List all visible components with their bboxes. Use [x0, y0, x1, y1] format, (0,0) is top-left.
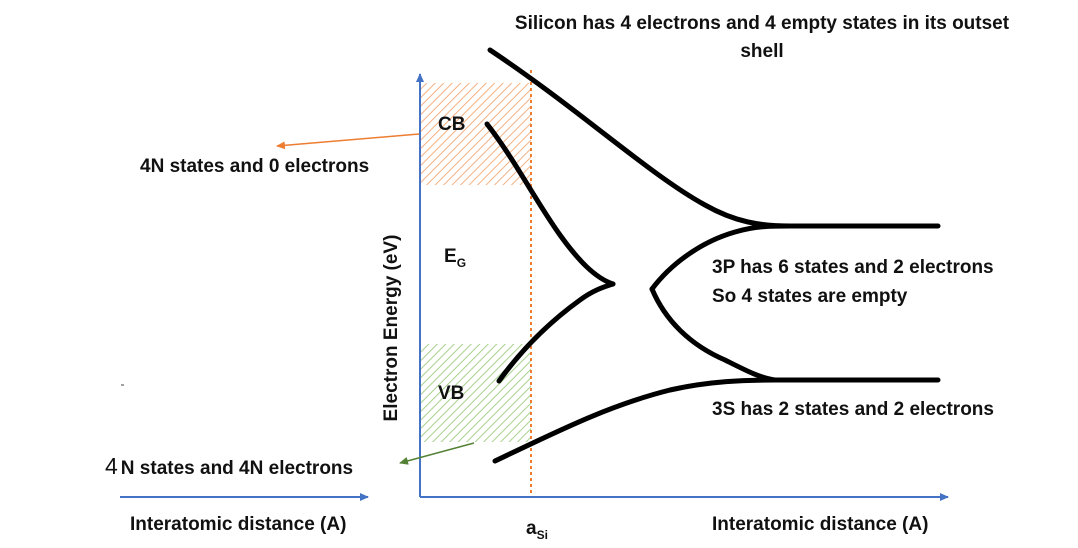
cb-states-annotation: 4N states and 0 electrons	[140, 156, 370, 177]
split-lower-curve	[649, 286, 778, 383]
y-axis-label: Electron Energy (eV)	[381, 234, 402, 422]
title-line-2: shell	[740, 41, 784, 62]
lattice-constant-sub: Si	[536, 527, 548, 542]
conduction-band-curve	[484, 121, 616, 287]
conduction-band-region	[421, 83, 531, 185]
vb-states-number: 4	[105, 453, 118, 479]
lattice-constant-label: aSi	[526, 517, 548, 547]
cb-label: CB	[438, 114, 466, 135]
vb-states-text: N states and 4N electrons	[120, 458, 354, 479]
valence-band-curve	[496, 281, 616, 384]
upper-band-curve	[487, 47, 941, 229]
split-upper-curve	[649, 223, 793, 292]
lattice-constant-main: a	[526, 518, 537, 539]
p3-annotation-line-1: 3P has 6 states and 2 electrons	[712, 257, 994, 278]
x-axis-label-right: Interatomic distance (A)	[712, 514, 929, 535]
s3-annotation: 3S has 2 states and 2 electrons	[712, 399, 994, 420]
cb-annotation-arrow	[276, 133, 420, 150]
vb-annotation-arrow	[399, 442, 475, 465]
band-gap-sub: G	[456, 255, 467, 270]
lower-band-curve	[492, 377, 941, 464]
band-gap-main: E	[444, 246, 457, 267]
p3-annotation-line-2: So 4 states are empty	[712, 286, 908, 307]
x-axis-label-left: Interatomic distance (A)	[130, 514, 347, 535]
band-gap-label: EG	[444, 245, 466, 275]
vb-label: VB	[438, 383, 465, 404]
title-line-1: Silicon has 4 electrons and 4 empty stat…	[514, 13, 1010, 34]
